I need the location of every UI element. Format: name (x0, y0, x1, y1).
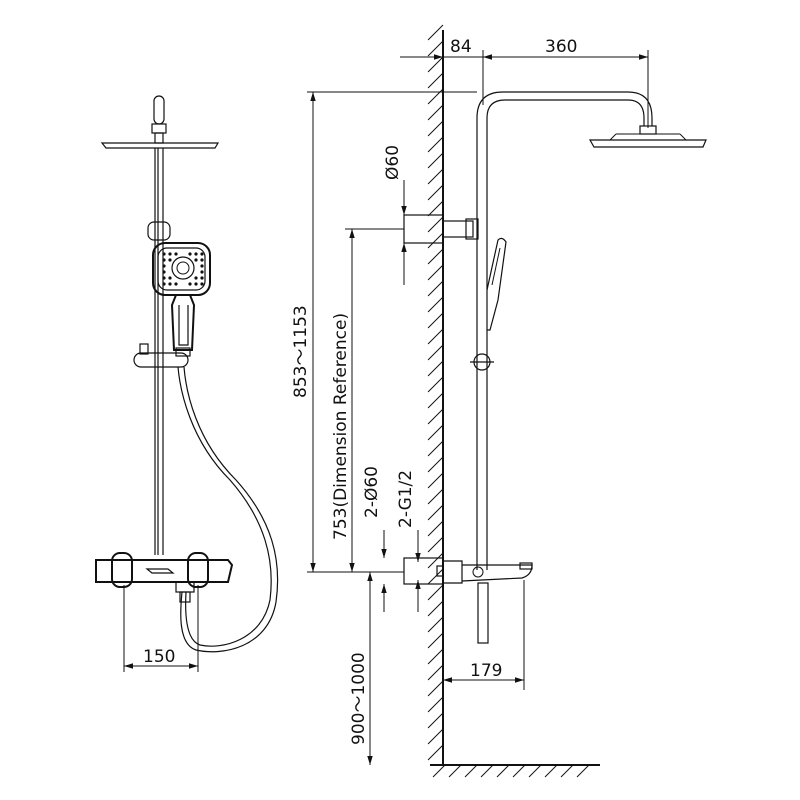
dim-arm-length-label: 360 (545, 37, 577, 57)
wall-hatch-line (427, 520, 444, 537)
wall-hatch-line (427, 712, 444, 729)
wall-hatch-line (427, 568, 444, 585)
wall-hatch-line (427, 360, 444, 377)
dim-reference-height (345, 228, 404, 572)
dim-spout-projection-label: 179 (470, 661, 502, 681)
wall-hatch-line (427, 216, 444, 233)
shower-arm-side (476, 91, 707, 570)
wall-hatch-line (427, 184, 444, 201)
wall-hatch-line (427, 264, 444, 281)
dim-inlet-spacing-label: 150 (143, 647, 175, 667)
wall-hatch-line (427, 680, 444, 697)
wall-hatch-line (427, 440, 444, 457)
wall-hatch-line (427, 664, 444, 681)
hand-shower-side (470, 237, 507, 371)
wall-hatch-line (427, 168, 444, 185)
wall-section (427, 24, 600, 778)
wall-hatch-line (427, 744, 444, 761)
wall-hatch-line (427, 312, 444, 329)
wall-hatch-line (427, 40, 444, 57)
wall-hatch-line (427, 632, 444, 649)
side-view: 84 360 (291, 24, 707, 778)
wall-hatch-line (427, 408, 444, 425)
dim-inlet-height (362, 571, 380, 765)
wall-hatch-line (427, 392, 444, 409)
dim-top (400, 50, 649, 128)
floor-hatch-line (464, 764, 478, 778)
riser-pipe (154, 148, 164, 555)
wall-hatch-line (427, 104, 444, 121)
floor-hatch-line (544, 764, 558, 778)
wall-hatch-line (427, 488, 444, 505)
dim-inlet-height-label: 900～1000 (349, 652, 369, 745)
wall-hatch-line (427, 56, 444, 73)
floor-hatch-line (560, 764, 574, 778)
floor-hatch-line (448, 764, 462, 778)
dim-reference-height-label: 753(Dimension Reference) (331, 313, 351, 540)
dim-wall-plate-label: Ø60 (383, 145, 403, 180)
mixer-side (403, 557, 533, 644)
floor-hatch-line (432, 764, 446, 778)
wall-hatch-line (427, 648, 444, 665)
floor-hatch-line (496, 764, 510, 778)
wall-hatch-line (427, 248, 444, 265)
slider-holder (133, 343, 191, 368)
wall-hatch-line (427, 344, 444, 361)
upper-bracket (147, 221, 171, 241)
wall-hatch-line (427, 24, 444, 41)
wall-hatch-line (427, 456, 444, 473)
floor-hatch-line (528, 764, 542, 778)
wall-hatch-line (427, 200, 444, 217)
wall-hatch-line (427, 328, 444, 345)
wall-hatch-line (427, 72, 444, 89)
wall-hatch-line (427, 296, 444, 313)
dim-arm-offset-label: 84 (450, 37, 472, 57)
dim-spout-projection (443, 580, 525, 690)
wall-hatch-line (427, 424, 444, 441)
wall-hatch-line (427, 696, 444, 713)
wall-hatch-line (427, 152, 444, 169)
wall-hatch-line (427, 472, 444, 489)
wall-hatch-line (427, 88, 444, 105)
thermostatic-mixer (95, 552, 234, 603)
floor-hatch-line (512, 764, 526, 778)
rain-shower-head (100, 95, 220, 149)
wall-hatch-line (427, 504, 444, 521)
wall-hatch-line (427, 616, 444, 633)
dim-inlet-spacing (123, 585, 199, 672)
front-view: 150 (95, 95, 279, 672)
wall-hatch-line (427, 584, 444, 601)
wall-hatch-line (427, 552, 444, 569)
wall-hatch-line (427, 728, 444, 745)
wall-hatch-line (427, 280, 444, 297)
floor-hatch-line (576, 764, 590, 778)
wall-hatch-line (427, 232, 444, 249)
dim-height-range (307, 91, 477, 573)
wall-hatch-line (427, 376, 444, 393)
dim-height-range-label: 853～1153 (291, 305, 311, 398)
dim-inlet-plates-label: 2-Ø60 (362, 466, 382, 518)
wall-hatch-line (427, 536, 444, 553)
dim-inlet-plates (381, 530, 421, 612)
wall-hatch-line (427, 136, 444, 153)
wall-hatch-line (427, 120, 444, 137)
hand-shower (152, 242, 211, 351)
floor-hatch-line (480, 764, 494, 778)
dim-inlet-thread-label: 2-G1/2 (396, 470, 416, 528)
wall-hatch-line (427, 600, 444, 617)
